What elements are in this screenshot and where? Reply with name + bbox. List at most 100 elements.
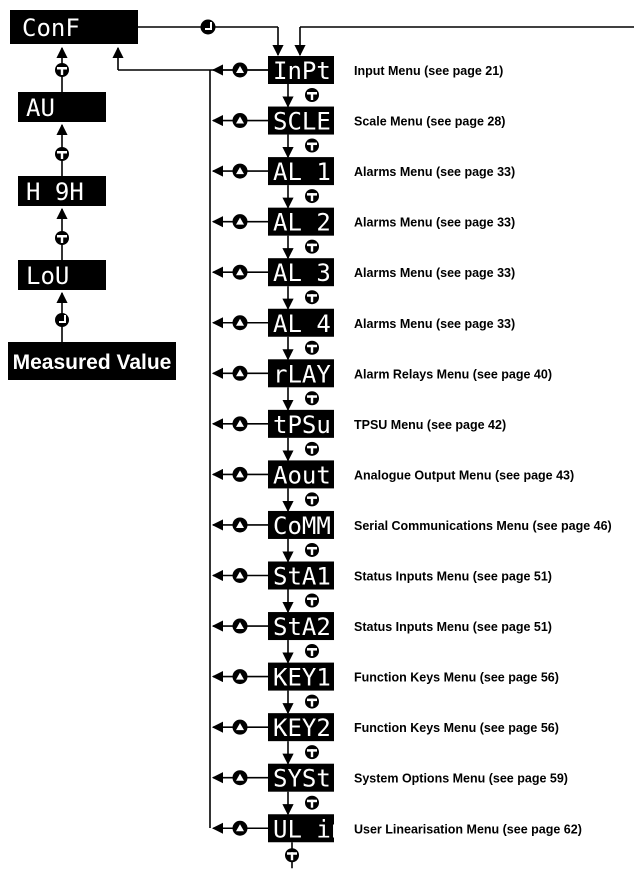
up-key-icon [232,163,248,179]
menu-display-text: KEY1 [273,664,331,692]
menu-row: Aout Analogue Output Menu (see page 43) [211,460,574,513]
menu-label: Scale Menu (see page 28) [354,115,505,129]
down-key-icon [305,391,319,406]
menu-display-text: AL 4 [273,310,331,338]
menu-row: AL 4 Alarms Menu (see page 33) [211,308,515,361]
top-connectors [112,26,634,828]
menu-display-text: CoMM [273,512,331,540]
up-key-icon [232,719,248,735]
menu-row: StA2 Status Inputs Menu (see page 51) [211,612,552,664]
down-key-icon-left-2 [55,147,69,161]
up-key-icon [232,669,248,685]
up-key-icon [232,113,248,129]
menu-display-text: UL in [273,815,345,843]
menu-row: KEY2 Function Keys Menu (see page 56) [211,713,559,765]
menu-label: Analogue Output Menu (see page 43) [354,468,574,482]
display-low: LoU [18,260,106,290]
up-key-icon [232,568,248,583]
measured-value-label: Measured Value [13,351,172,374]
down-key-icon [305,441,319,456]
menu-display-text: AL 1 [273,158,331,186]
up-key-icon [232,264,248,280]
down-key-icon [305,138,319,153]
down-key-icon [305,88,319,102]
up-key-icon [232,770,248,786]
enter-key-icon-left [55,313,69,327]
menu-row: tPSu TPSU Menu (see page 42) [211,409,506,462]
up-key-icon [232,416,248,432]
down-key-icon [305,795,319,810]
menu-label: Alarms Menu (see page 33) [354,165,515,179]
menu-display-text: StA2 [273,613,331,641]
menu-row: SYSt System Options Menu (see page 59) [211,763,568,816]
menu-display-text: AL 2 [273,209,331,237]
menu-row: SCLE Scale Menu (see page 28) [211,106,505,159]
menu-row: rLAY Alarm Relays Menu (see page 40) [211,359,552,411]
final-down-connector [285,842,299,869]
enter-key-icon-top [200,19,216,35]
menu-label: Function Keys Menu (see page 56) [354,721,559,735]
menu-row: AL 2 Alarms Menu (see page 33) [211,207,515,260]
menu-label: Serial Communications Menu (see page 46) [354,519,612,533]
menu-display-text: Aout [273,461,331,489]
display-high: H 9H [18,176,106,206]
up-key-icon [232,62,248,78]
down-key-icon [305,492,319,507]
menu-label: Alarm Relays Menu (see page 40) [354,367,552,381]
display-conf: ConF [10,10,138,44]
menu-display-text: rLAY [273,360,331,388]
menu-display-text: SCLE [273,108,331,136]
menu-row: CoMM Serial Communications Menu (see page… [211,510,612,563]
menu-display-text: KEY2 [273,714,331,742]
menu-row: AL 3 Alarms Menu (see page 33) [211,258,515,310]
menu-row: UL in User Linearisation Menu (see page 6… [211,814,582,843]
menu-label: Function Keys Menu (see page 56) [354,671,559,685]
menu-label: TPSU Menu (see page 42) [354,418,506,432]
down-key-icon [305,593,319,608]
down-key-icon [305,189,319,204]
measured-value-box: Measured Value [8,342,176,380]
menu-label: Alarms Menu (see page 33) [354,317,515,331]
up-key-icon [232,618,248,634]
menu-label: Alarms Menu (see page 33) [354,216,515,230]
down-key-icon [305,290,319,305]
up-key-icon [232,517,248,533]
down-key-icon-final [285,848,299,863]
menu-row: StA1 Status Inputs Menu (see page 51) [211,561,552,614]
menu-row: KEY1 Function Keys Menu (see page 56) [211,662,559,715]
down-key-icon [305,745,319,760]
down-key-icon-left-3 [55,231,69,245]
menu-label: Input Menu (see page 21) [354,64,503,78]
menu-label: Status Inputs Menu (see page 51) [354,570,552,584]
down-key-icon [305,542,319,557]
up-key-icon [232,365,248,381]
down-key-icon [305,644,319,659]
menu-label: Alarms Menu (see page 33) [354,266,515,280]
up-key-icon [232,466,248,482]
menu-display-text: SYSt [273,765,331,793]
menu-display-text: AL 3 [273,259,331,287]
menu-display-text: tPSu [273,411,331,439]
down-key-icon-left-1 [55,63,69,77]
display-low-text: LoU [26,262,69,290]
up-key-icon [232,820,248,836]
up-key-icon [232,214,248,230]
down-key-icon [305,239,319,254]
display-high-text: H 9H [26,178,84,206]
menu-display-text: InPt [273,57,331,85]
menu-row: AL 1 Alarms Menu (see page 33) [211,157,515,209]
menu-label: User Linearisation Menu (see page 62) [354,822,582,836]
down-key-icon [305,340,319,355]
menu-label: Status Inputs Menu (see page 51) [354,620,552,634]
left-key-icons [55,63,69,327]
menu-display-text: StA1 [273,563,331,591]
display-au-text: AU [26,94,55,122]
display-au: AU [18,92,106,122]
up-key-icon [232,315,248,331]
menu-label: System Options Menu (see page 59) [354,772,568,786]
menu-list: InPt Input Menu (see page 21) SCLE Scale Me… [211,56,612,843]
display-conf-text: ConF [22,14,80,42]
menu-row: InPt Input Menu (see page 21) [211,56,503,108]
down-key-icon [305,694,319,709]
